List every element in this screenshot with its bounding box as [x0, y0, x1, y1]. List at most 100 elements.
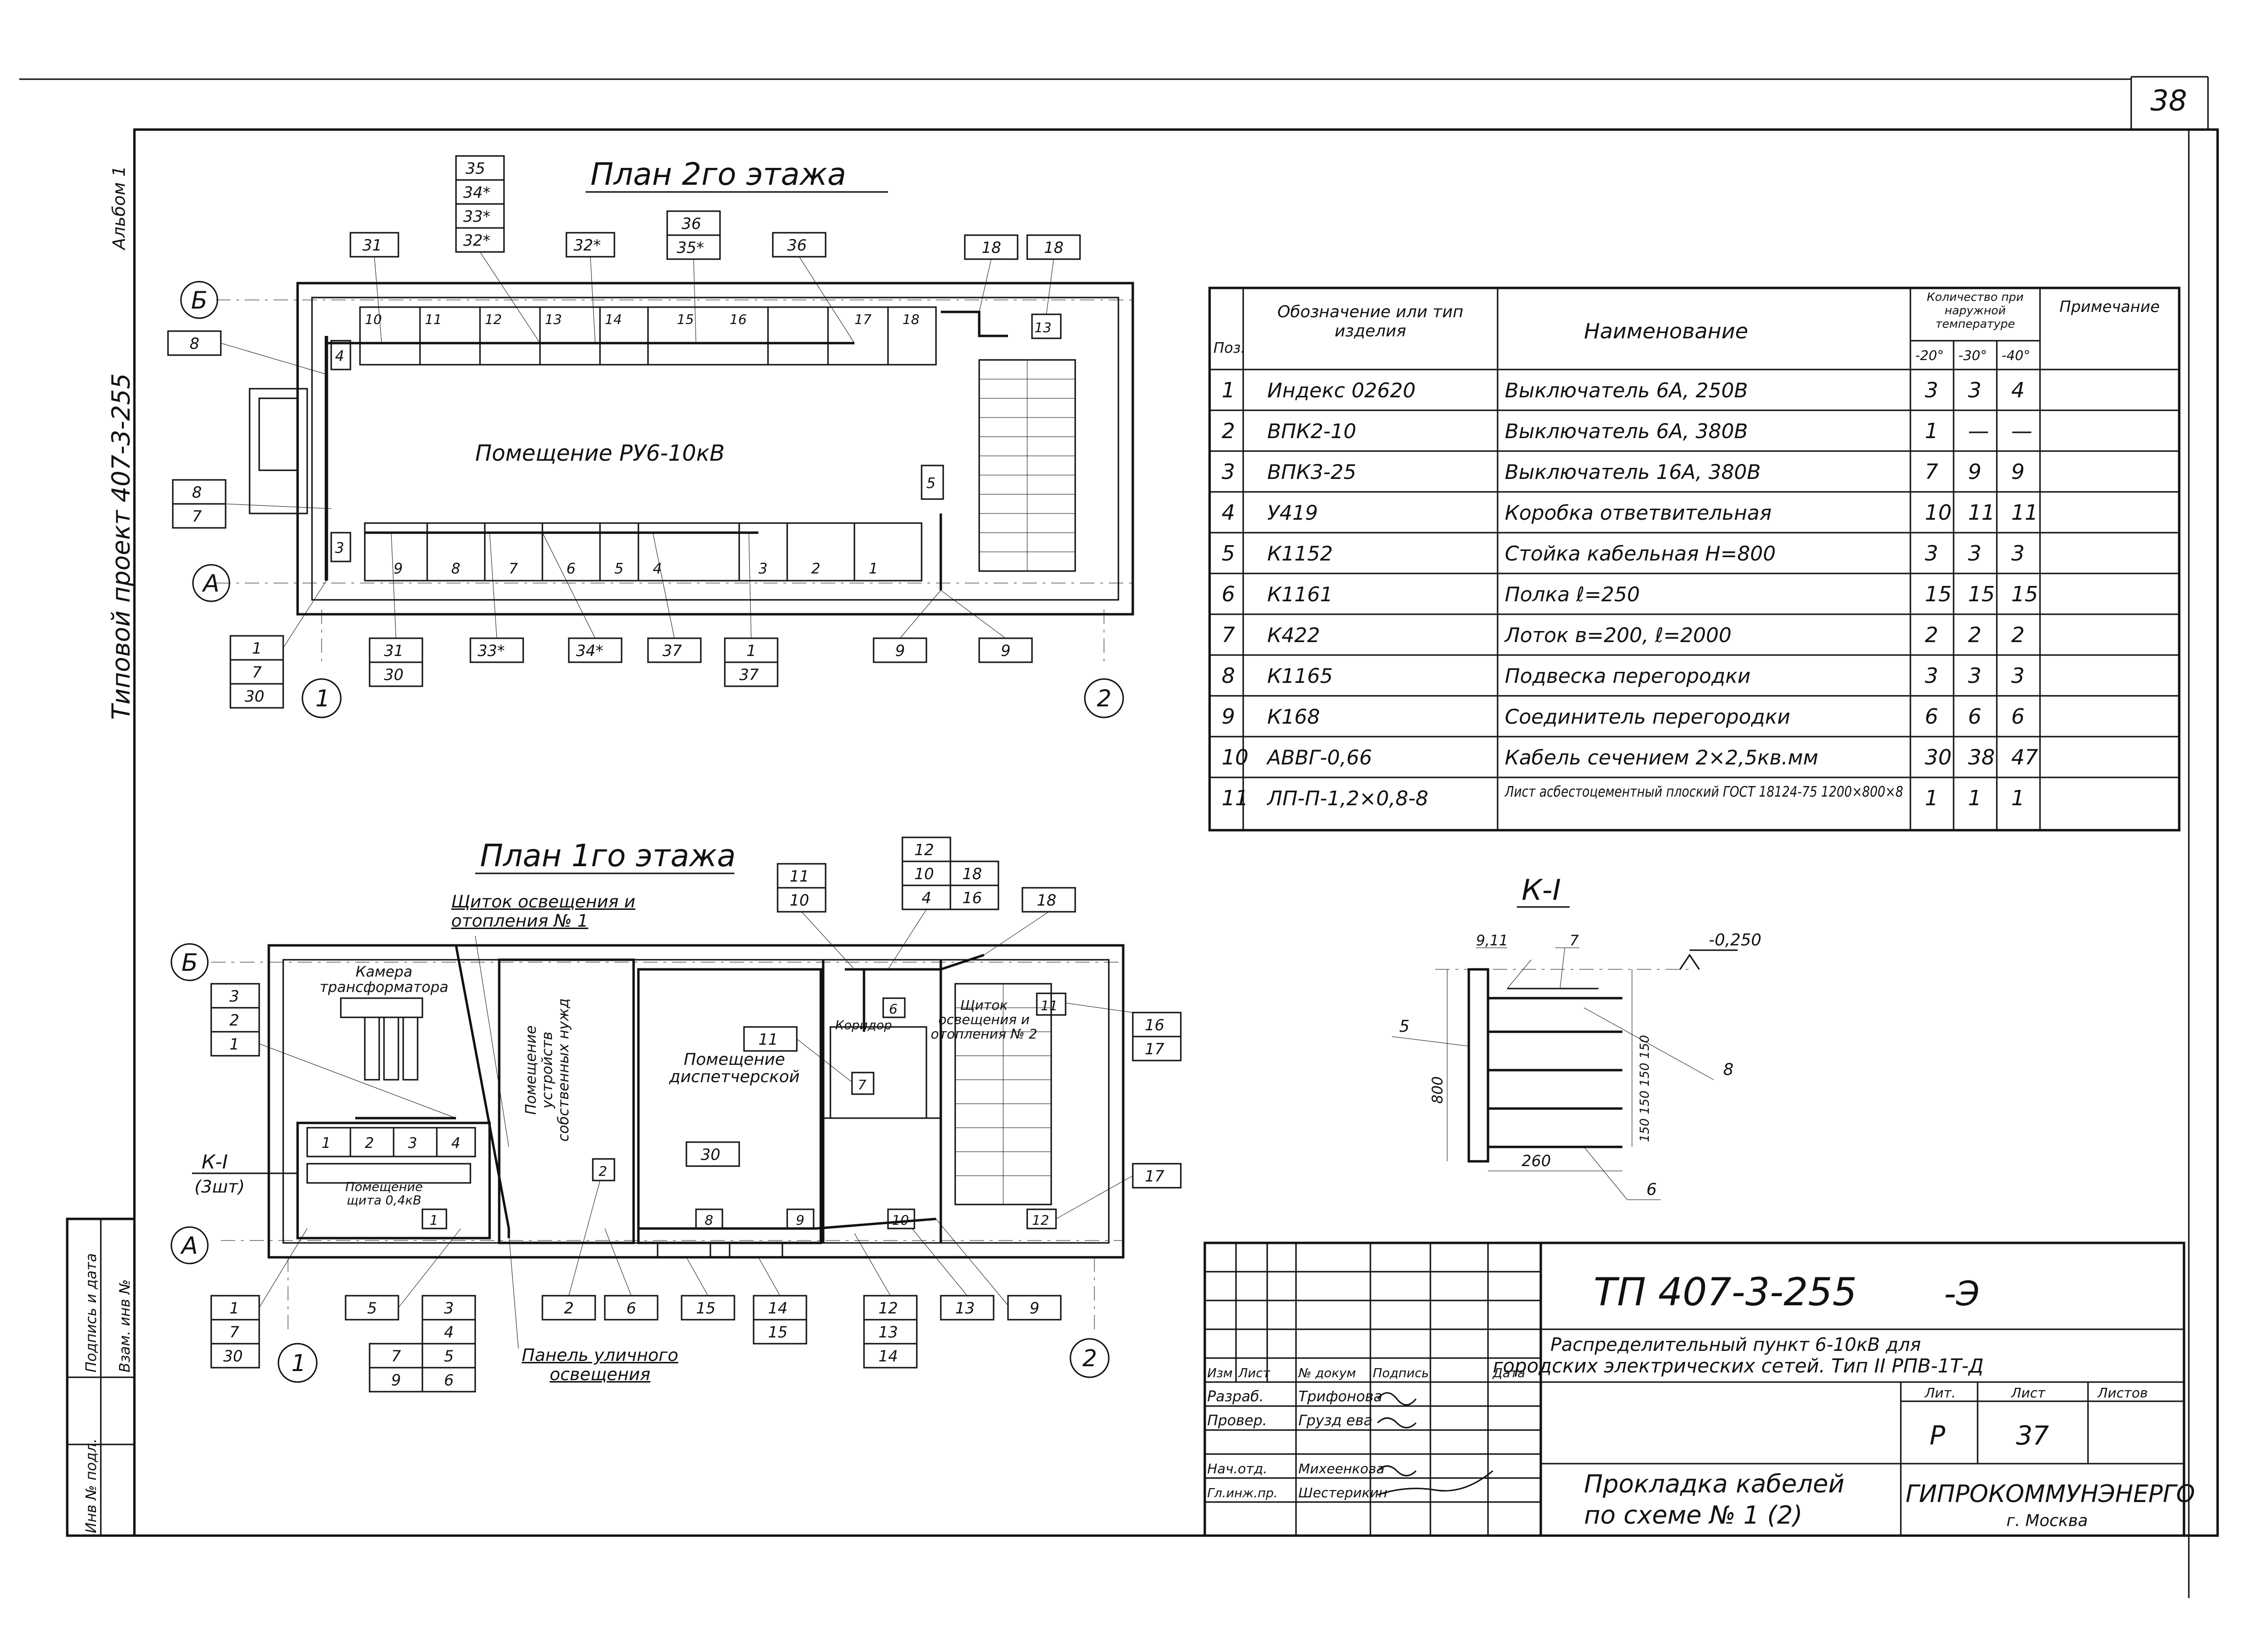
p2-callout-l37b: 37 — [739, 666, 759, 684]
p1-callout-k1: 1 — [229, 1035, 239, 1053]
plan1-room-shit04: Помещение щита 0,4кВ — [345, 1181, 423, 1208]
p1-callout-b9: 9 — [391, 1371, 401, 1389]
spec-cell-code: К1152 — [1267, 542, 1333, 565]
p2-callout-31: 31 — [362, 236, 382, 254]
spec-cell-q20: 7 — [1925, 460, 1938, 484]
plan2-cell-16: 16 — [730, 311, 747, 327]
plan2-top-callouts: 35 34* 33* 32* 31 32* 36 35* 36 18 18 — [349, 155, 1081, 344]
side-small: Альбом 1 — [109, 166, 129, 250]
p1-callout-b9b: 9 — [1030, 1299, 1039, 1317]
tb-signature-3 — [1377, 1465, 1417, 1477]
plan1-room-korridor: Коридор — [835, 1018, 892, 1033]
plan2-cell-15: 15 — [677, 311, 694, 327]
plan2-bottom-callouts: 1 7 30 31 30 33* 34* 37 1 37 9 9 — [229, 532, 1033, 709]
section-ki: К-I -0,250 9,11 7 5 8 6 800 260 150 150 … — [1392, 873, 1762, 1200]
p1-equip-7: 7 — [858, 1077, 866, 1093]
plan2-equip-4: 4 — [335, 348, 344, 365]
plan1-shit-cell-4: 4 — [451, 1135, 460, 1152]
p1-callout-b5: 5 — [367, 1299, 377, 1317]
p2-callout-l1: 1 — [252, 639, 262, 657]
tb-signature-2 — [1377, 1417, 1417, 1429]
plan1-room-kamera: Камера трансформатора — [319, 965, 449, 996]
tb-role-1: Разраб. — [1207, 1388, 1264, 1405]
plan2-equip-3: 3 — [335, 540, 344, 557]
spec-cell-q20: 15 — [1925, 582, 1952, 607]
p1-callout-r17b: 17 — [1145, 1167, 1164, 1185]
p2-callout-36: 36 — [787, 236, 807, 254]
p1-callout-t18: 18 — [962, 865, 982, 883]
plan1-right-callouts: 16 17 17 — [1056, 1002, 1182, 1219]
spec-cell-q30: 9 — [1968, 460, 1981, 484]
spec-cell-q40: 2 — [2011, 623, 2025, 647]
p1-callout-b13: 13 — [878, 1323, 898, 1341]
tb-stage: Р — [1930, 1420, 1945, 1451]
spec-cell-name: Кабель сечением 2×2,5кв.мм — [1505, 746, 1818, 769]
spec-cell-q30: 3 — [1968, 378, 1981, 403]
plan1-shit-cell-2: 2 — [365, 1135, 374, 1152]
p1-callout-b7b: 7 — [391, 1347, 401, 1365]
tb-code: ТП 407-3-255 — [1594, 1270, 1857, 1314]
tb-name-3: Михеенкова — [1298, 1461, 1384, 1477]
spec-cell-q40: 3 — [2011, 541, 2025, 566]
plan2-cell-3: 3 — [758, 561, 768, 577]
spec-cell-name: Выключатель 6А, 380В — [1505, 419, 1748, 443]
plan2-cell-9: 9 — [394, 561, 403, 577]
tb-signature-1 — [1377, 1392, 1417, 1406]
spec-cell-q20: 1 — [1925, 419, 1938, 443]
plan1-ki-label: К-I — [202, 1151, 228, 1173]
p1-equip-10: 10 — [892, 1212, 909, 1228]
plan1-panel-label: Панель уличного освещения — [522, 1346, 678, 1384]
p2-callout-l1b: 1 — [746, 642, 756, 660]
spec-cell-code: АВВГ-0,66 — [1266, 746, 1372, 769]
tb-col-doc: № докум — [1297, 1366, 1356, 1381]
spec-cell-pos: 8 — [1222, 664, 1235, 688]
tb-desc-1: Распределительный пункт 6-10кВ для — [1550, 1334, 1921, 1355]
section-p6: 6 — [1646, 1180, 1657, 1199]
spec-cell-name: Лист асбестоцементный плоский ГОСТ 18124… — [1504, 784, 1903, 800]
plan2-equip-5: 5 — [926, 475, 936, 492]
plan2-cell-1: 1 — [869, 561, 878, 577]
spec-cell-pos: 9 — [1222, 704, 1235, 729]
spec-h-t20: -20° — [1915, 347, 1944, 363]
spec-cell-q40: 11 — [2011, 501, 2038, 525]
sheet-number: 38 — [2150, 84, 2187, 118]
plan-2nd-floor: План 2го этажа 10 11 12 13 14 15 — [167, 155, 1134, 718]
spec-h-code: Обозначение или тип изделия — [1277, 302, 1464, 341]
p2-callout-8b: 8 — [192, 483, 202, 501]
plan1-title: План 1го этажа — [480, 838, 736, 874]
p2-callout-32: 32* — [463, 231, 491, 250]
spec-cell-pos: 6 — [1222, 582, 1235, 607]
p1-callout-m30: 30 — [701, 1145, 720, 1164]
p1-callout-r17: 17 — [1145, 1040, 1164, 1058]
p2-callout-l9b: 9 — [1001, 642, 1010, 660]
spec-cell-q20: 10 — [1925, 501, 1952, 525]
p1-callout-t18b: 18 — [1037, 891, 1056, 909]
spec-cell-pos: 2 — [1222, 419, 1235, 443]
spec-cell-q40: 15 — [2011, 582, 2038, 607]
p1-equip-6: 6 — [889, 1001, 898, 1017]
section-p8: 8 — [1723, 1060, 1734, 1079]
section-p5: 5 — [1399, 1017, 1410, 1036]
plan2-cell-4: 4 — [653, 561, 662, 577]
p2-callout-l9: 9 — [895, 642, 905, 660]
spec-cell-pos: 5 — [1222, 541, 1235, 566]
tb-col-sign: Подпись — [1373, 1366, 1429, 1381]
spec-h-name: Наименование — [1584, 319, 1748, 344]
p1-callout-b15: 15 — [696, 1299, 716, 1317]
spec-cell-q30: 6 — [1968, 704, 1981, 729]
tb-suffix: -Э — [1944, 1274, 1980, 1313]
p1-callout-m11: 11 — [758, 1030, 778, 1049]
tb-sheet: 37 — [2016, 1420, 2049, 1451]
p1-callout-b15b: 15 — [768, 1323, 788, 1341]
plan2-cell-2: 2 — [811, 561, 820, 577]
p1-equip-11b: 11 — [1041, 998, 1058, 1014]
spec-cell-name: Коробка ответвительная — [1505, 501, 1772, 525]
p1-equip-12: 12 — [1032, 1212, 1049, 1228]
plan2-cell-11: 11 — [425, 311, 442, 327]
